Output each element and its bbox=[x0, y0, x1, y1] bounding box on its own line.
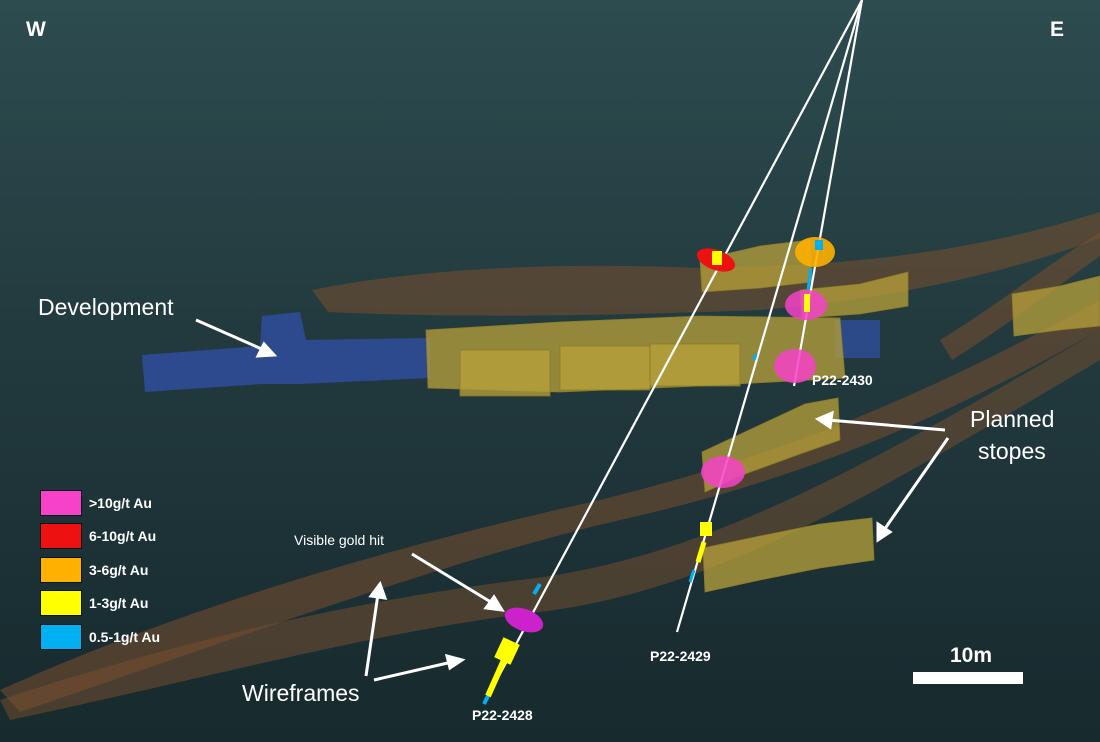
drill-trace-p22-2430 bbox=[792, 0, 864, 387]
wireframes bbox=[0, 212, 1100, 720]
legend-item: 6-10g/t Au bbox=[40, 520, 160, 554]
legend-swatch bbox=[40, 556, 82, 583]
assay-gt10-p22-2429 bbox=[701, 456, 745, 488]
drill-hole-label-p22-2429: P22-2429 bbox=[650, 648, 711, 664]
drill-trace-p22-2428 bbox=[485, 0, 863, 701]
wireframes-label: Wireframes bbox=[242, 680, 360, 706]
scale-bar bbox=[912, 671, 1024, 685]
legend-swatch bbox=[40, 489, 82, 516]
compass-east: E bbox=[1050, 18, 1065, 41]
legend-label: >10g/t Au bbox=[89, 494, 152, 511]
planned-stopes bbox=[425, 239, 1100, 593]
legend-swatch bbox=[40, 590, 82, 617]
assay-intervals bbox=[482, 237, 835, 705]
assay-gt10-p22-2430-lower bbox=[774, 349, 816, 383]
legend-label: 3-6g/t Au bbox=[89, 561, 149, 578]
legend-item: 3-6g/t Au bbox=[40, 553, 160, 587]
planned-stopes-label-line2: stopes bbox=[978, 438, 1046, 464]
assay-gt10-visible-gold bbox=[504, 607, 544, 633]
legend-item: 0.5-1g/t Au bbox=[40, 620, 160, 654]
legend-item: >10g/t Au bbox=[40, 486, 160, 520]
legend-label: 1-3g/t Au bbox=[89, 595, 149, 612]
compass-west: W bbox=[26, 18, 46, 41]
legend-swatch bbox=[40, 523, 82, 550]
drill-hole-label-p22-2430: P22-2430 bbox=[812, 372, 873, 388]
legend-swatch bbox=[40, 623, 82, 650]
assay-3-6-p22-2430 bbox=[795, 237, 835, 267]
callout-arrows bbox=[195, 318, 950, 682]
drill-hole-label-p22-2428: P22-2428 bbox=[472, 707, 533, 723]
legend-label: 0.5-1g/t Au bbox=[89, 628, 161, 645]
planned-stopes-label-line1: Planned bbox=[970, 406, 1055, 432]
scale-bar-label: 10m bbox=[950, 644, 993, 667]
lower-wireframe bbox=[0, 330, 1100, 720]
grade-legend: >10g/t Au 6-10g/t Au 3-6g/t Au 1-3g/t Au… bbox=[40, 486, 160, 654]
legend-item: 1-3g/t Au bbox=[40, 587, 160, 621]
middle-wireframe bbox=[0, 300, 1100, 712]
development-label: Development bbox=[38, 294, 174, 320]
legend-label: 6-10g/t Au bbox=[89, 528, 157, 545]
visible-gold-hit-label: Visible gold hit bbox=[294, 532, 385, 548]
